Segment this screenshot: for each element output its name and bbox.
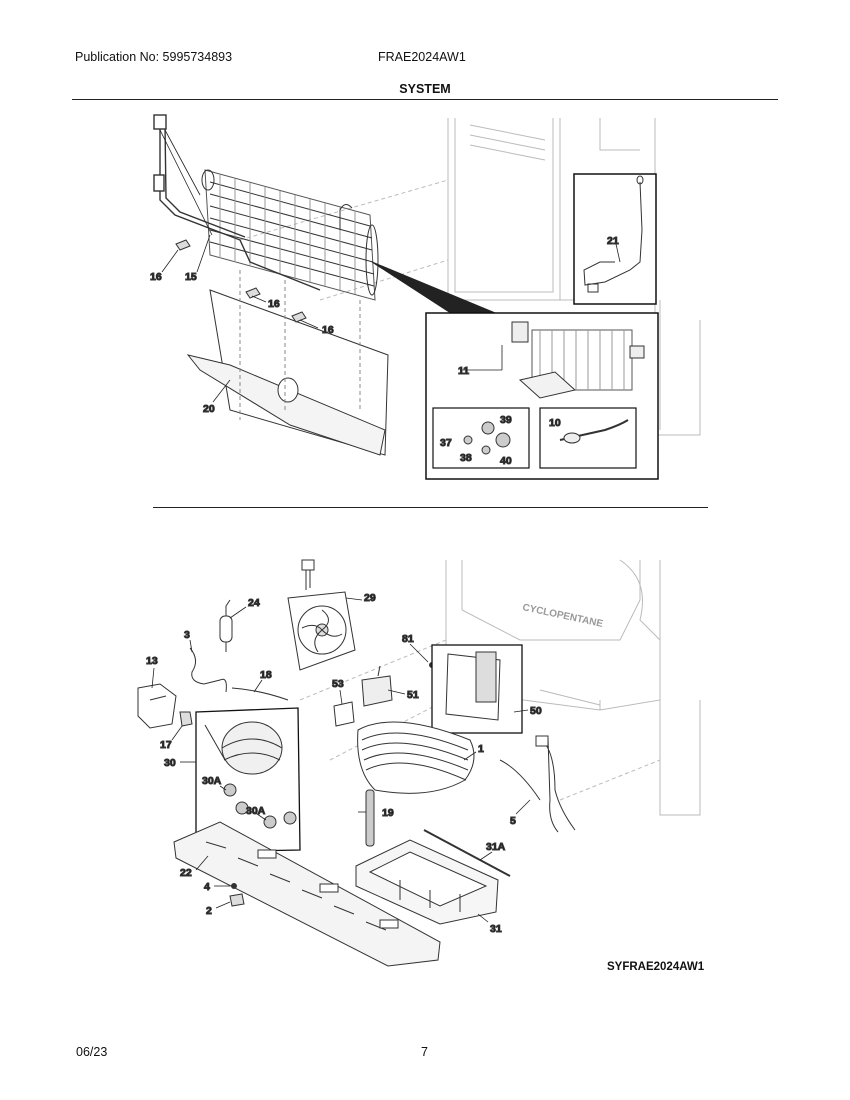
top-diagram: 16 15 16 16 20 21 11 10 39 37 38 40 bbox=[150, 114, 701, 480]
section-title: SYSTEM bbox=[399, 82, 451, 96]
drain-heater-rod bbox=[423, 829, 511, 877]
header-rule bbox=[72, 99, 778, 100]
compressor-base-plate bbox=[173, 821, 441, 967]
mounting-bracket bbox=[333, 701, 355, 727]
callout-51: 51 bbox=[407, 689, 419, 701]
callout-20: 20 bbox=[203, 403, 215, 415]
callout-31a: 31A bbox=[486, 841, 506, 853]
callout-13: 13 bbox=[146, 655, 158, 667]
suction-line bbox=[153, 114, 321, 291]
screw-4 bbox=[231, 883, 237, 889]
callout-30: 30 bbox=[164, 757, 176, 769]
condenser-fan-assembly bbox=[287, 559, 356, 671]
footer-date: 06/23 bbox=[76, 1045, 108, 1059]
top-leader-lines bbox=[159, 129, 319, 403]
callout-24: 24 bbox=[248, 597, 260, 609]
wire-clip bbox=[179, 711, 193, 727]
callout-4: 4 bbox=[204, 881, 210, 893]
callout-39: 39 bbox=[500, 414, 512, 426]
drain-trough bbox=[186, 270, 389, 456]
cabinet-text: CYCLOPENTANE bbox=[521, 602, 604, 630]
compressor-box bbox=[195, 707, 301, 853]
callout-38: 38 bbox=[460, 452, 472, 464]
callout-1: 1 bbox=[478, 743, 484, 755]
callout-2: 2 bbox=[206, 905, 212, 917]
callout-21: 21 bbox=[607, 235, 619, 247]
callout-37: 37 bbox=[440, 437, 452, 449]
callout-30a: 30A bbox=[246, 805, 266, 817]
condenser-coil bbox=[357, 721, 475, 794]
mount-2 bbox=[229, 893, 245, 907]
evaporator bbox=[201, 169, 379, 301]
discharge-tube bbox=[231, 687, 289, 701]
callout-17: 17 bbox=[160, 739, 172, 751]
control-board-box bbox=[431, 644, 523, 734]
fastener-detail-box bbox=[432, 407, 530, 469]
thermistor-detail-box bbox=[573, 173, 657, 305]
diagram-code: SYFRAE2024AW1 bbox=[607, 961, 705, 973]
callout-15: 15 bbox=[185, 271, 197, 283]
damper-valve bbox=[361, 665, 393, 707]
callout-29: 29 bbox=[364, 592, 376, 604]
callout-3: 3 bbox=[184, 629, 190, 641]
callout-50: 50 bbox=[530, 705, 542, 717]
drain-tube bbox=[365, 789, 375, 847]
callout-53: 53 bbox=[332, 678, 344, 690]
callout-19: 19 bbox=[382, 807, 394, 819]
publication-number: Publication No: 5995734893 bbox=[75, 50, 233, 64]
callout-11: 11 bbox=[458, 365, 469, 377]
evaporator-kit-box bbox=[425, 312, 659, 480]
section-divider bbox=[153, 507, 708, 508]
callout-22: 22 bbox=[180, 867, 192, 879]
callout-16: 16 bbox=[268, 298, 280, 310]
callout-18: 18 bbox=[260, 669, 272, 681]
bottom-diagram: CYCLOPENTANE bbox=[137, 559, 701, 967]
filter-drier bbox=[219, 599, 233, 652]
callout-40: 40 bbox=[500, 455, 512, 467]
bottom-leader-lines bbox=[151, 597, 531, 923]
heater-detail-box bbox=[539, 407, 637, 469]
clips bbox=[175, 239, 307, 323]
callout-16: 16 bbox=[322, 324, 334, 336]
process-tube bbox=[189, 647, 227, 693]
page-number: 7 bbox=[421, 1045, 428, 1059]
callout-5: 5 bbox=[510, 815, 516, 827]
model-number: FRAE2024AW1 bbox=[378, 50, 466, 64]
callout-31: 31 bbox=[490, 923, 502, 935]
callout-30a: 30A bbox=[202, 775, 222, 787]
compressor-bracket bbox=[137, 683, 177, 729]
drain-pan bbox=[355, 839, 499, 925]
callout-81: 81 bbox=[402, 633, 414, 645]
wiring-harness bbox=[499, 735, 576, 833]
callout-16: 16 bbox=[150, 271, 162, 283]
callout-10: 10 bbox=[549, 417, 561, 429]
